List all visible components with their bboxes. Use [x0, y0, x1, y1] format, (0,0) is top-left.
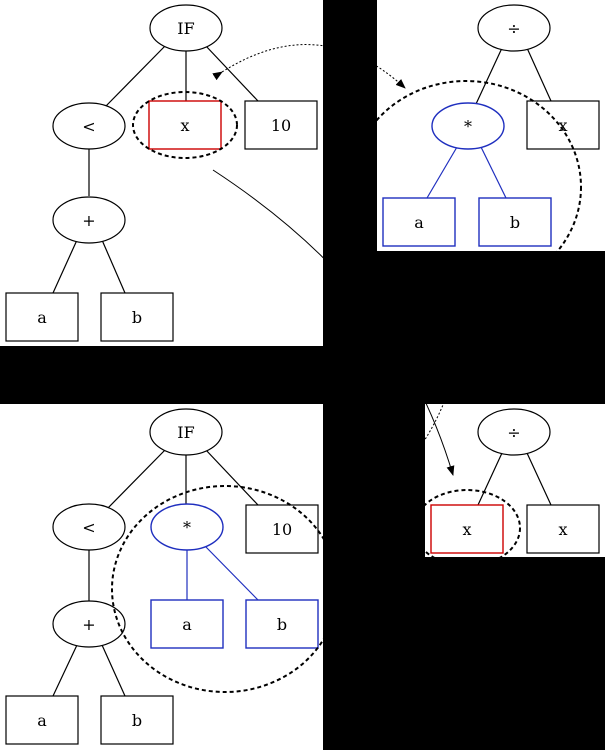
panel-child-2: ÷ x x [413, 404, 605, 567]
child1-10-label: 10 [272, 520, 292, 539]
panel-parent-2: ÷ * x a b [377, 0, 605, 251]
child1-node-b: b [100, 695, 174, 745]
parent1-node-a: a [5, 292, 79, 342]
parent1-selection-circle [132, 91, 238, 159]
parent2-selection-circle [350, 80, 582, 294]
child2-node-divide: ÷ [477, 408, 551, 456]
child1-node-if: IF [149, 408, 223, 456]
parent2-x-label: x [558, 116, 567, 135]
panel-parent-1: IF < x 10 + a b [0, 0, 323, 346]
child1-b-label: b [132, 711, 142, 730]
child2-selection-circle [413, 489, 521, 567]
parent2-edges [426, 47, 552, 199]
child1-node-a: a [5, 695, 79, 745]
swap-arrow-top [212, 44, 406, 89]
parent1-10-label: 10 [271, 116, 291, 135]
child1-inserted-subtree-circle [111, 485, 339, 693]
child1-plus-label: + [82, 615, 95, 634]
child1-node-10: 10 [245, 504, 319, 554]
parent1-node-10: 10 [244, 100, 318, 150]
child1-sub-a-label: a [182, 615, 192, 634]
child1-node-plus: + [52, 600, 126, 648]
parent2-node-mult: * [431, 102, 505, 150]
child2-x-swap-label: x [462, 520, 471, 539]
child1-sub-b-label: b [277, 615, 287, 634]
child1-edges [52, 448, 259, 697]
parent2-divide-label: ÷ [507, 19, 520, 38]
parent2-node-divide: ÷ [477, 4, 551, 52]
child1-a-label: a [37, 711, 47, 730]
parent2-b-label: b [510, 213, 520, 232]
arrow-x-to-child2 [212, 169, 455, 476]
child1-node-sub-a: a [150, 599, 224, 649]
child1-if-label: IF [177, 423, 194, 442]
child2-node-x-swap: x [430, 504, 504, 554]
child1-node-sub-b: b [245, 599, 319, 649]
child2-divide-label: ÷ [507, 423, 520, 442]
parent2-mult-label: * [464, 117, 472, 136]
child1-mult-label: * [183, 518, 191, 537]
parent1-node-if: IF [149, 4, 223, 52]
parent1-node-less: < [52, 102, 126, 150]
crossover-arrows [212, 44, 464, 525]
child1-less-label: < [82, 518, 95, 537]
parent1-a-label: a [37, 308, 47, 327]
parent1-b-label: b [132, 308, 142, 327]
parent2-node-a: a [382, 197, 456, 247]
parent1-less-label: < [82, 117, 95, 136]
parent2-node-b: b [478, 197, 552, 247]
parent2-node-x: x [526, 100, 600, 150]
child2-node-x: x [526, 504, 600, 554]
child1-node-less: < [52, 503, 126, 551]
parent1-node-plus: + [52, 196, 126, 244]
parent1-if-label: IF [177, 19, 194, 38]
child1-node-mult: * [150, 503, 224, 551]
arrow-subtree-to-child1 [346, 307, 464, 525]
parent2-a-label: a [414, 213, 424, 232]
parent1-plus-label: + [82, 211, 95, 230]
parent1-x-label: x [180, 116, 189, 135]
child2-edges [477, 452, 552, 506]
parent1-node-x-swap: x [148, 100, 222, 150]
parent1-node-b: b [100, 292, 174, 342]
panel-child-1: IF < * 10 + a b a [0, 404, 339, 750]
child2-x-label: x [558, 520, 567, 539]
